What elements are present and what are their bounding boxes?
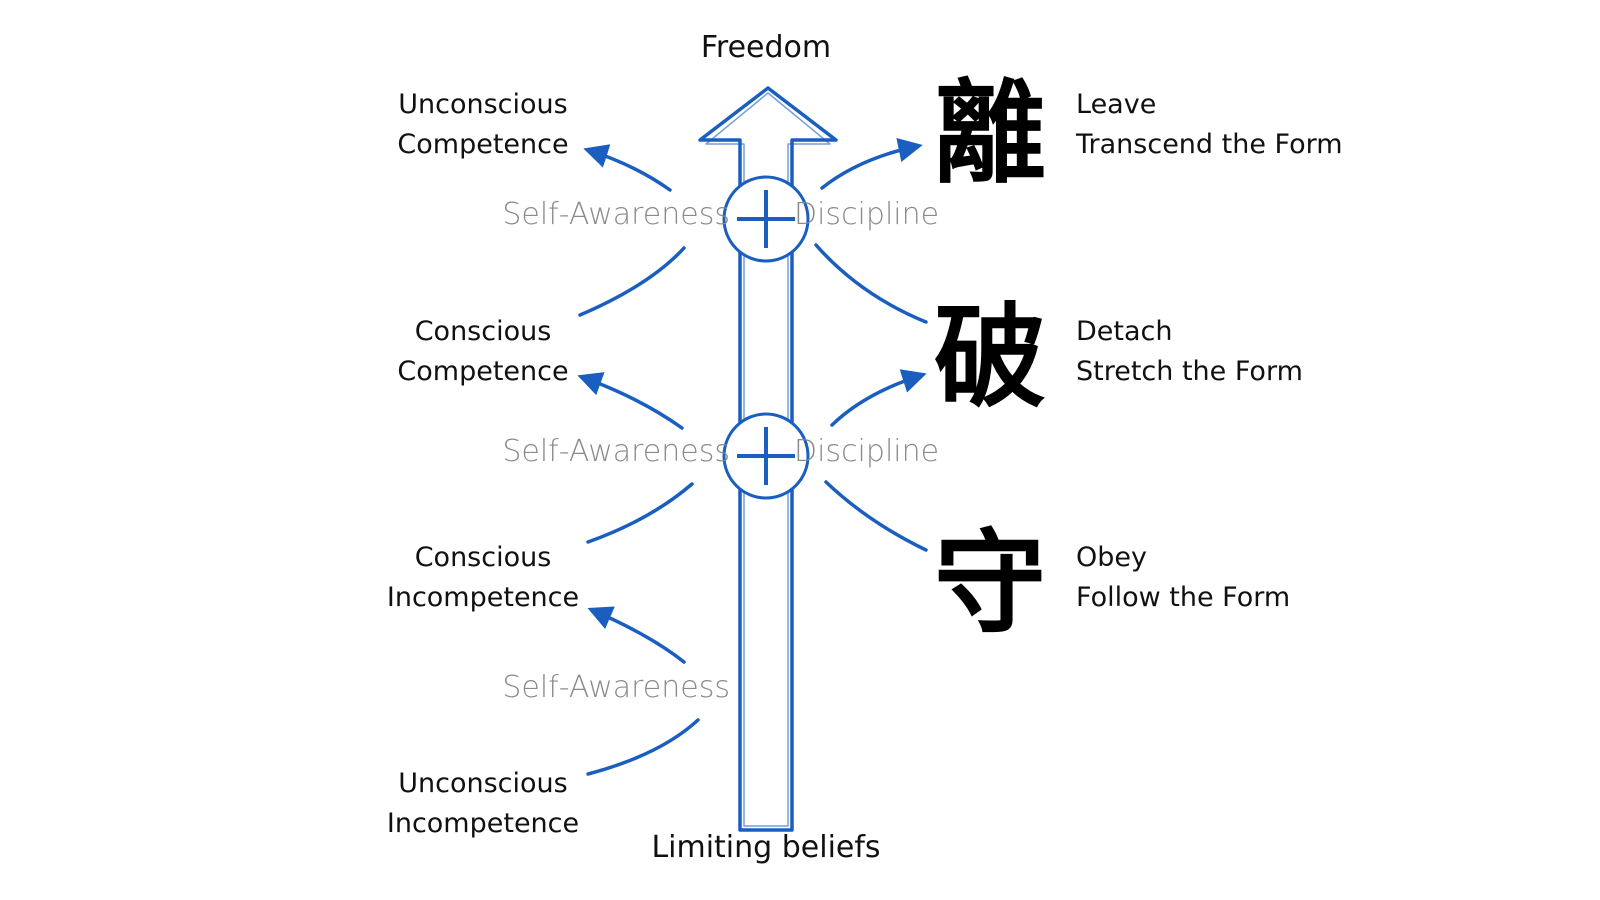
stage-unconscious-incompetence: Unconscious Incompetence (387, 764, 579, 844)
connector-left-label: Self-Awareness (502, 670, 730, 705)
plus-icon (722, 412, 810, 500)
stage-line1: Unconscious (398, 89, 568, 120)
stage-leave: Leave Transcend the Form (1076, 85, 1343, 165)
stage-line1: Obey (1076, 542, 1147, 573)
stage-line2: Incompetence (386, 808, 580, 839)
stage-line2: Stretch the Form (1076, 356, 1303, 387)
connector-right-label: Discipline (794, 434, 940, 469)
stage-conscious-competence: Conscious Competence (397, 312, 568, 392)
plus-icon (722, 175, 810, 263)
stage-obey: Obey Follow the Form (1076, 538, 1290, 618)
freedom-label: Freedom (700, 30, 832, 65)
stage-line1: Leave (1076, 89, 1157, 120)
kanji-ha: 破 (934, 292, 1046, 423)
connector-left-label: Self-Awareness (502, 434, 730, 469)
stage-detach: Detach Stretch the Form (1076, 312, 1303, 392)
limiting-beliefs-label: Limiting beliefs (651, 830, 881, 865)
connector-left-label: Self-Awareness (502, 197, 730, 232)
curved-arrow-icon (814, 137, 928, 552)
stage-conscious-incompetence: Conscious Incompetence (387, 538, 579, 618)
stage-line1: Unconscious (398, 768, 568, 799)
stage-unconscious-competence: Unconscious Competence (397, 85, 568, 165)
connector-right-label: Discipline (794, 197, 940, 232)
stage-line1: Conscious (414, 542, 552, 573)
stage-line2: Competence (397, 129, 569, 160)
stage-line1: Detach (1076, 316, 1173, 347)
stage-line1: Conscious (414, 316, 552, 347)
up-arrow-icon (698, 86, 838, 832)
kanji-ri: 離 (934, 68, 1046, 199)
stage-line2: Follow the Form (1076, 582, 1291, 613)
stage-line2: Transcend the Form (1076, 129, 1343, 160)
curved-arrow-icon (577, 144, 700, 776)
stage-line2: Competence (397, 356, 569, 387)
stage-line2: Incompetence (386, 582, 580, 613)
kanji-shu: 守 (934, 518, 1046, 649)
